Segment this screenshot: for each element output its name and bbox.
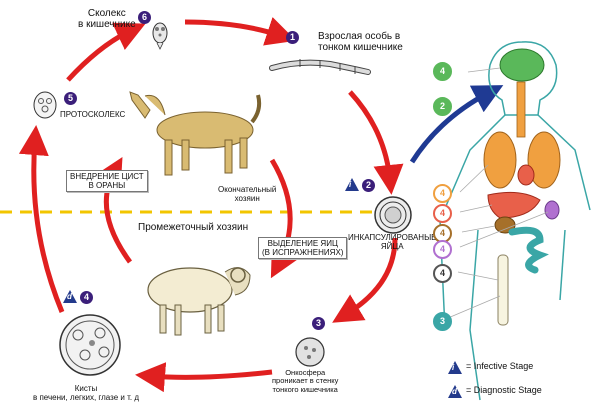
- stage-5-label: ПРОТОСКОЛЕКС: [60, 110, 126, 119]
- arrow-protoscolex-to-scolex: [66, 22, 146, 82]
- arrow-to-human: [409, 85, 504, 164]
- stage-3-label: Онкосфера проникает в стенку тонкого киш…: [272, 368, 339, 394]
- stage-3-number: 3: [312, 317, 325, 330]
- egg-release-box: ВЫДЕЛЕНИЕ ЯИЦ (В ИСПРАЖНЕНИЯХ): [258, 237, 348, 260]
- human-stage-brain-number: 4: [433, 62, 452, 81]
- human-stage-arrow-number: 2: [433, 97, 452, 116]
- infective-stage-marker-symbol: i: [349, 180, 352, 189]
- cyst-illustration: [59, 314, 121, 376]
- legend-diagnostic-label: = Diagnostic Stage: [466, 385, 542, 395]
- stage-5-number: 5: [64, 92, 77, 105]
- legend-infective-label: = Infective Stage: [466, 361, 534, 371]
- encapsulated-egg-illustration: [374, 196, 412, 234]
- diagnostic-stage-marker: d: [63, 290, 77, 303]
- intermediate-host-label: Промежеточный хозяин: [138, 222, 249, 233]
- legend-diagnostic-symbol: d: [452, 387, 457, 396]
- arrow-oncosphere-to-cysts: [135, 362, 273, 393]
- stage-1-label-line1: Взрослая особь в: [318, 31, 401, 42]
- arrow-adult-to-eggs: [348, 90, 404, 195]
- stage-3-label-line3: тонкого кишечника: [272, 384, 338, 394]
- legend-infective-icon: i: [448, 361, 462, 374]
- arrow-eggs-to-oncosphere: [332, 237, 398, 323]
- stage-2-label: ИНКАПСУЛИРОВАНЫЕ ЯЙЦА: [348, 233, 437, 252]
- human-stage-liver-number: 4: [433, 204, 452, 223]
- protoscolex-illustration: [33, 91, 57, 119]
- stage-1-label-line2: тонком кишечнике: [318, 42, 403, 53]
- stage-6-number: 6: [138, 11, 151, 24]
- human-stage-spleen-number: 4: [433, 240, 452, 259]
- stage-1-number: 1: [286, 31, 299, 44]
- cysts-box-line2: В ОРАНЫ: [88, 181, 126, 191]
- definitive-host-line2: хозяин: [234, 193, 260, 203]
- sheep-illustration: [147, 267, 251, 336]
- stage-2-label-line2: ЯЙЦА: [380, 241, 404, 251]
- human-body-illustration: [439, 41, 591, 401]
- cysts-into-organs-box: ВНЕДРЕНИЕ ЦИСТ В ОРАНЫ: [66, 170, 148, 193]
- eggs-box-line1: ВЫДЕЛЕНИЕ ЯИЦ: [267, 239, 338, 248]
- oncosphere-illustration: [295, 337, 325, 367]
- legend-infective-symbol: i: [452, 363, 455, 372]
- cysts-box-line1: ВНЕДРЕНИЕ ЦИСТ: [70, 172, 144, 181]
- stage-4-label-line1: Кисты: [74, 384, 98, 393]
- arrow-scolex-to-adult: [184, 17, 297, 46]
- dog-illustration: [129, 91, 262, 176]
- diagnostic-stage-marker-symbol: d: [67, 292, 72, 301]
- stage-4-number: 4: [80, 291, 93, 304]
- stage-2-number: 2: [362, 179, 375, 192]
- legend-diagnostic-icon: d: [448, 385, 462, 398]
- arrow-cysts-to-protoscolex: [18, 125, 65, 313]
- human-stage-lung-number: 4: [433, 184, 452, 203]
- eggs-box-line2: (В ИСПРАЖНЕНИЯХ): [262, 248, 344, 258]
- stage-2-label-line1: ИНКАПСУЛИРОВАНЫЕ: [348, 233, 437, 242]
- adult-worm-illustration: [269, 59, 371, 75]
- scolex-illustration: [152, 22, 168, 50]
- definitive-host-line1: Окончательный: [218, 185, 277, 194]
- stage-6-label-line1: Сколекс: [87, 8, 126, 19]
- stage-3-label-line1: Онкосфера: [285, 368, 326, 377]
- stage-1-label: Взрослая особь в тонком кишечнике: [318, 31, 403, 53]
- stage-6-label: Сколекс в кишечнике: [78, 8, 136, 30]
- human-stage-limb-number: 3: [433, 312, 452, 331]
- definitive-host-label: Окончательный хозяин: [218, 185, 277, 204]
- infective-stage-marker: i: [345, 178, 359, 191]
- stage-6-label-line2: в кишечнике: [78, 19, 136, 30]
- stage-4-label: Кисты в печени, легких, глазе и т. д: [6, 384, 166, 403]
- stage-4-label-line2: в печени, легких, глазе и т. д: [33, 392, 139, 402]
- stage-3-label-line2: проникает в стенку: [272, 376, 339, 386]
- human-stage-bone-number: 4: [433, 264, 452, 283]
